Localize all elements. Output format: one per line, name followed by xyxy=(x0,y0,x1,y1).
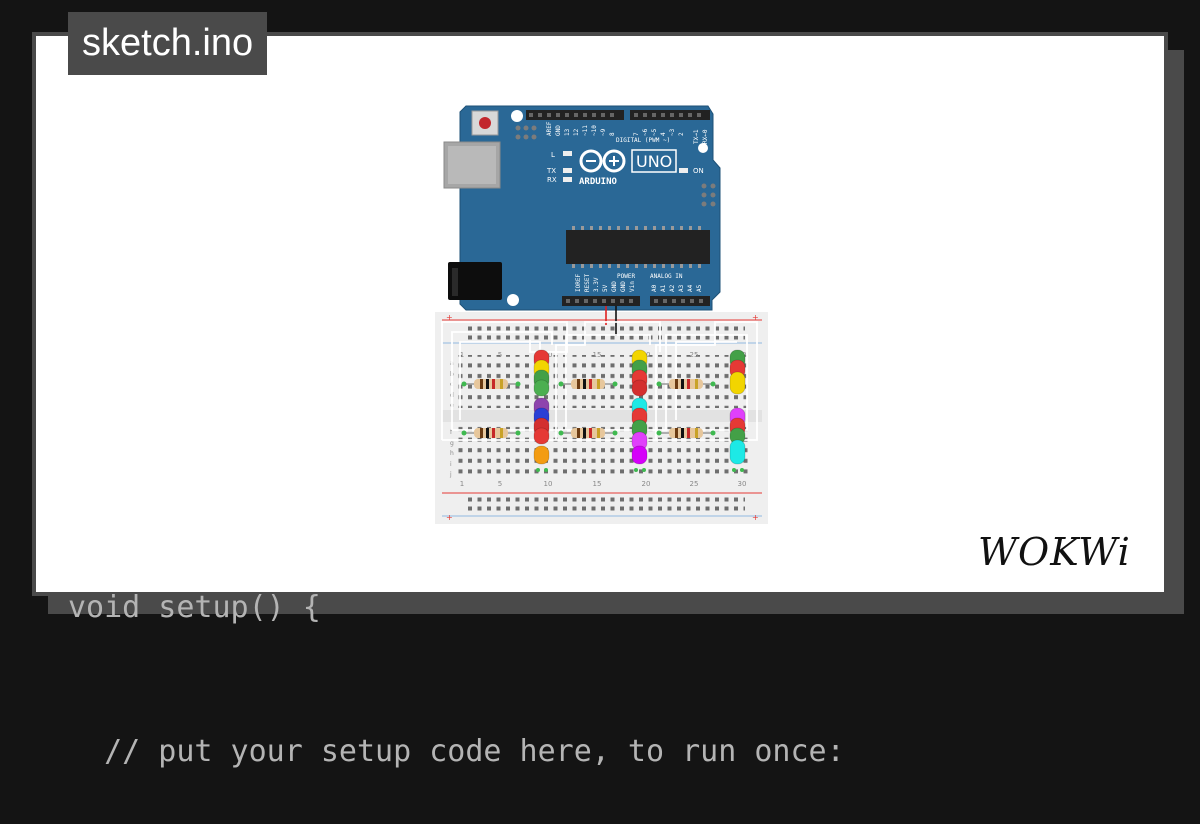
column-number: 5 xyxy=(498,351,502,359)
pin-label: IOREF xyxy=(575,274,582,292)
on-label: ON xyxy=(693,167,704,175)
pin-label: A4 xyxy=(687,284,694,292)
led-green xyxy=(533,379,550,397)
svg-text:+: + xyxy=(752,513,759,522)
led-on xyxy=(679,168,688,173)
sketch-filename: sketch.ino xyxy=(68,12,268,75)
pin-label: A3 xyxy=(678,284,685,292)
pin-label: ~5 xyxy=(651,128,658,136)
svg-text:WOKWi: WOKWi xyxy=(978,530,1131,574)
column-number: 10 xyxy=(544,480,553,488)
svg-text:+: + xyxy=(752,313,759,322)
column-number: 25 xyxy=(690,480,699,488)
code-line: // put your setup code here, to run once… xyxy=(68,734,845,769)
led-l xyxy=(563,151,572,156)
pin-label: A5 xyxy=(696,284,703,292)
pin-label: GND xyxy=(611,281,618,292)
digital-label: DIGITAL (PWM ~) xyxy=(616,137,670,144)
led-rx-label: RX xyxy=(547,176,557,184)
leds xyxy=(533,349,746,465)
led-tx xyxy=(563,168,572,173)
column-number: 30 xyxy=(738,480,747,488)
wires xyxy=(441,306,758,441)
resistor xyxy=(461,379,521,389)
pin-label: A0 xyxy=(651,284,658,292)
led-rx xyxy=(563,177,572,182)
pin-label: 5V xyxy=(602,284,609,292)
resistor xyxy=(461,428,521,438)
pin-label: 8 xyxy=(609,132,616,136)
svg-text:+: + xyxy=(446,313,453,322)
resistors xyxy=(461,379,716,438)
pin-label: GND xyxy=(620,281,627,292)
pin-label: RX←0 xyxy=(702,129,709,144)
pin-label: ~11 xyxy=(582,125,589,136)
svg-text:+: + xyxy=(446,513,453,522)
power-header xyxy=(562,296,640,306)
pin-label: AREF xyxy=(546,121,553,136)
row-letter: f xyxy=(450,429,453,436)
resistor xyxy=(558,428,618,438)
analog-header xyxy=(650,296,710,306)
column-number: 15 xyxy=(593,351,602,359)
led-l-label: L xyxy=(551,151,555,159)
led-tx-label: TX xyxy=(546,167,556,175)
arduino-brand: ARDUINO xyxy=(579,177,618,187)
pin-label: ~9 xyxy=(600,128,607,136)
arduino-uno-board: AREF GND 13 12 ~11 ~10 ~9 8 7 ~6 ~5 4 ~3… xyxy=(443,105,721,311)
row-letter: i xyxy=(450,461,452,468)
pin-label: A2 xyxy=(669,284,676,292)
column-number: 5 xyxy=(498,480,502,488)
led-cyan xyxy=(729,439,746,465)
resistor xyxy=(656,428,716,438)
power-jack xyxy=(448,262,502,300)
pin-label: 3.3V xyxy=(593,277,600,292)
column-number: 15 xyxy=(593,480,602,488)
pin-label: 2 xyxy=(678,132,685,136)
pin-label: A1 xyxy=(660,284,667,292)
led-orange xyxy=(533,445,550,465)
led-magenta xyxy=(631,445,648,465)
pin-label: RESET xyxy=(584,274,591,292)
resistor xyxy=(558,379,618,389)
power-rail-bottom xyxy=(465,497,745,515)
pin-label: 7 xyxy=(633,132,640,136)
column-number: 20 xyxy=(642,480,651,488)
uno-model: UNO xyxy=(636,152,672,171)
pin-label: ~6 xyxy=(642,128,649,136)
pin-label: TX→1 xyxy=(693,129,700,144)
led-yellow xyxy=(729,371,746,395)
power-label: POWER xyxy=(617,273,635,280)
pin-label: 13 xyxy=(564,128,571,136)
code-line: void setup() { xyxy=(68,590,321,625)
arduino-logo-icon xyxy=(579,149,626,173)
wokwi-logo-icon: WOKWi xyxy=(978,530,1131,574)
resistor xyxy=(656,379,716,389)
pin-label: Vin xyxy=(629,281,636,292)
row-letter: j xyxy=(449,471,452,478)
pin-label: GND xyxy=(555,125,562,136)
pin-label: 12 xyxy=(573,128,580,136)
pin-label: ~3 xyxy=(669,128,676,136)
row-letter: h xyxy=(450,450,454,457)
led-red xyxy=(533,427,550,445)
row-letter: g xyxy=(450,440,454,447)
power-rail-top xyxy=(465,322,745,340)
pin-label: 4 xyxy=(660,132,667,136)
column-number: 1 xyxy=(460,351,464,359)
breadboard: + + + + a b c d e f g h i j 1 5 10 15 20 xyxy=(435,312,768,524)
microcontroller-chip xyxy=(566,230,710,264)
circuit-scene: AREF GND 13 12 ~11 ~10 ~9 8 7 ~6 ~5 4 ~3… xyxy=(435,105,768,524)
analog-label: ANALOG IN xyxy=(650,273,683,280)
code-preview: void setup() { // put your setup code he… xyxy=(68,488,845,824)
led-red xyxy=(631,379,648,397)
pin-label: ~10 xyxy=(591,125,598,136)
column-number: 25 xyxy=(690,351,699,359)
column-number: 1 xyxy=(460,480,464,488)
